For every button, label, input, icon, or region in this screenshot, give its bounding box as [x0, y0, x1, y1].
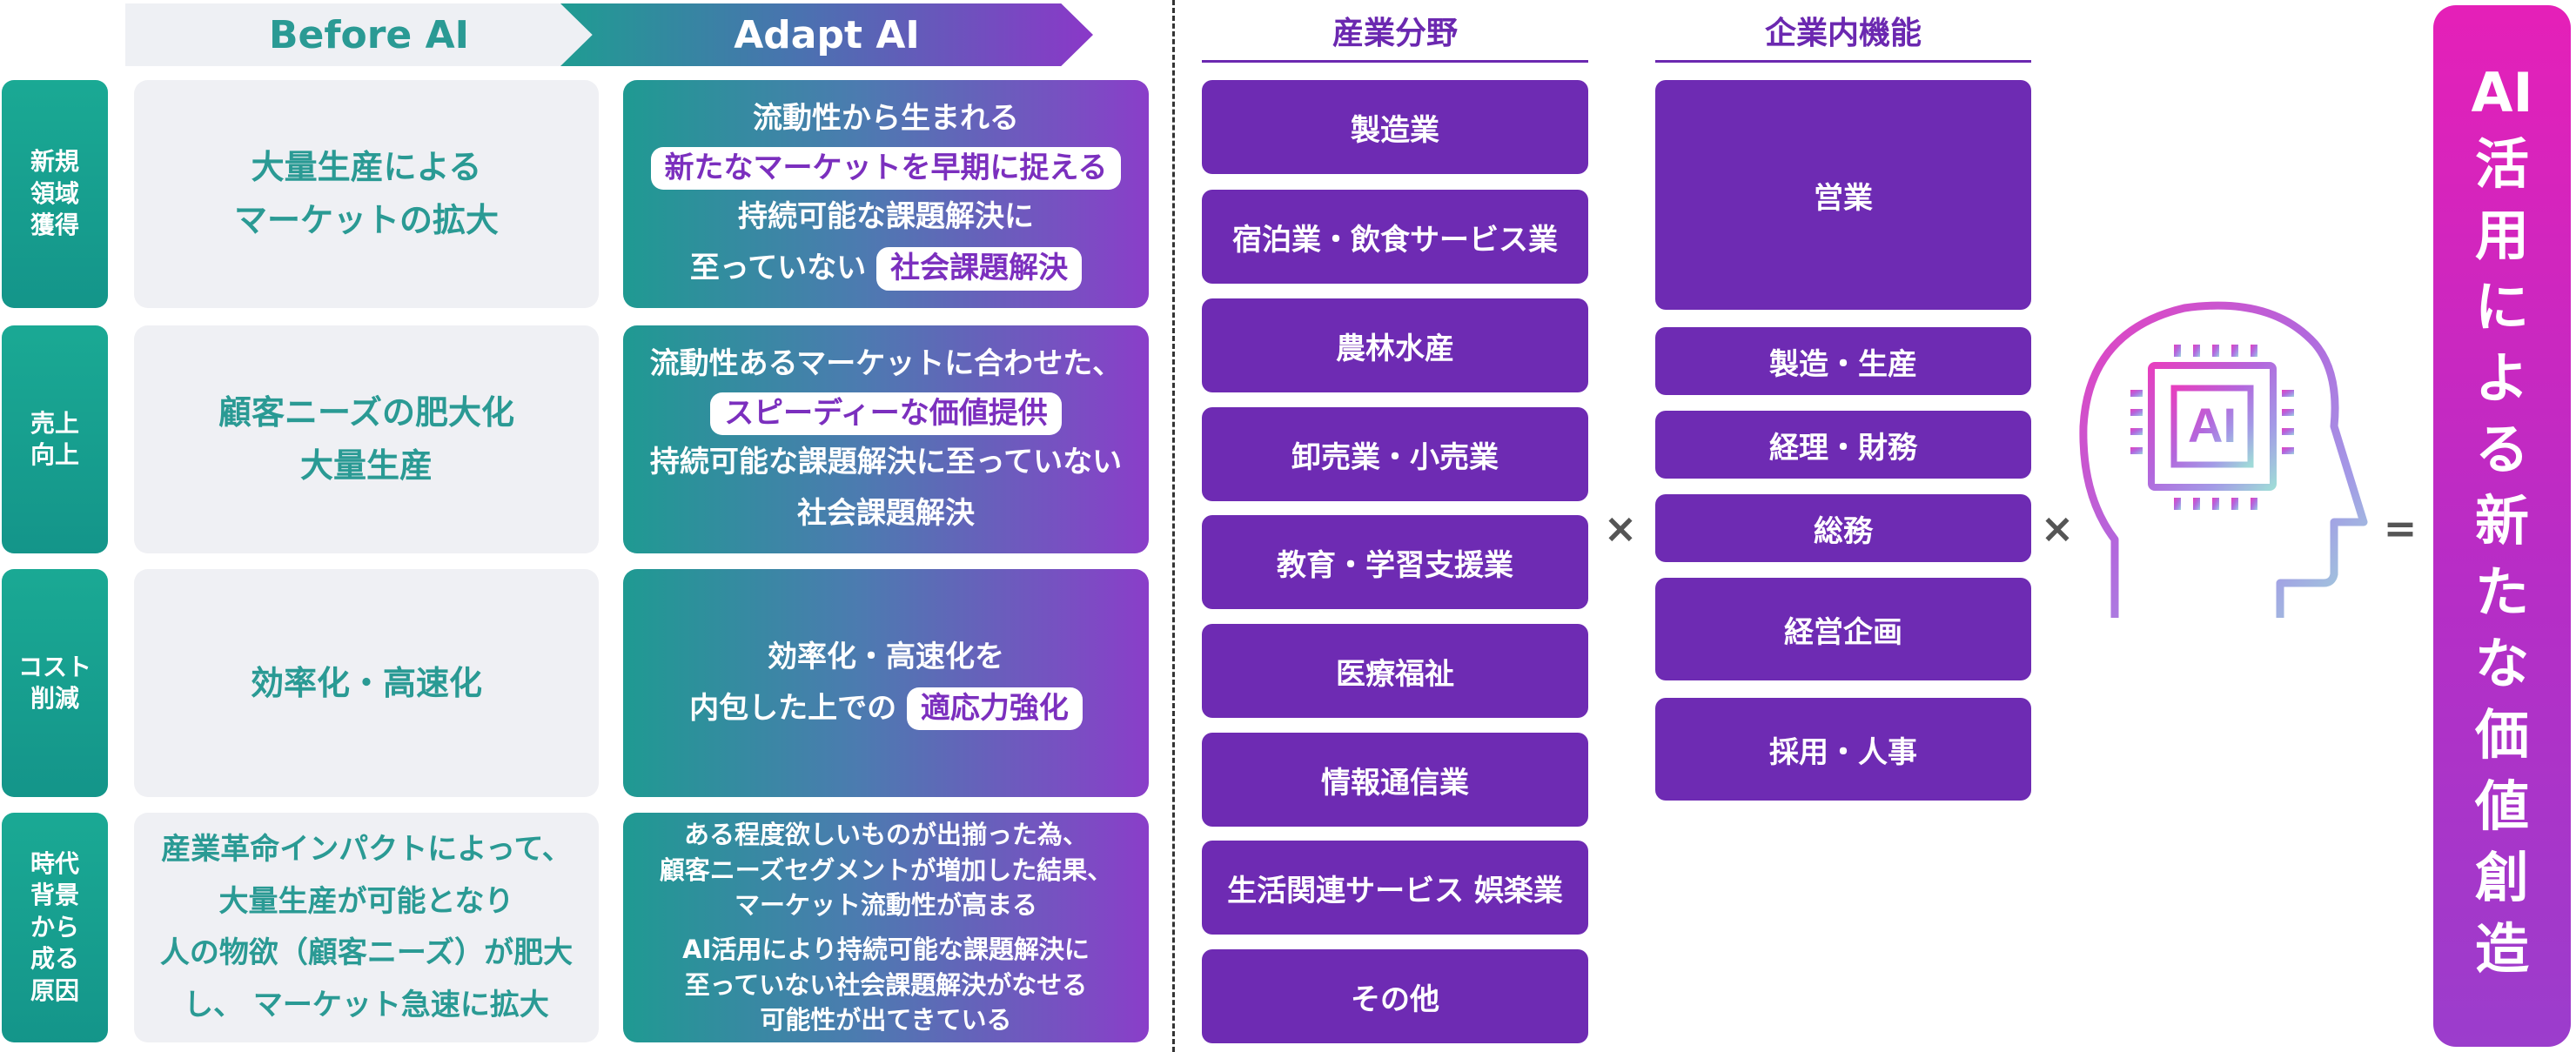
adapt-text: 可能性が出てきている [760, 1005, 1012, 1035]
adapt-highlight-pill: 社会課題解決 [876, 247, 1083, 291]
head-outline [2079, 301, 2368, 618]
adapt-text: 至っていない [689, 251, 867, 286]
header-adapt-ai: Adapt AI [560, 3, 1093, 66]
result-char: る [2474, 418, 2529, 481]
result-char: 活 [2474, 132, 2529, 196]
chip-label: AI [2188, 398, 2237, 452]
industries-title-text: 産業分野 [1332, 15, 1458, 51]
industry-item: 製造業 [1202, 80, 1588, 174]
result-char: 用 [2474, 204, 2529, 267]
before-text: 大量生産 [299, 446, 433, 485]
industries-title: 産業分野 [1202, 7, 1588, 63]
adapt-text: マーケット流動性が高まる [734, 890, 1037, 921]
function-item: 経営企画 [1655, 578, 2031, 680]
section-divider [1172, 0, 1175, 1052]
category-text: 削減 [30, 684, 79, 713]
before-cell-sales-growth: 顧客ニーズの肥大化 大量生産 [134, 325, 599, 553]
function-item: 営業 [1655, 80, 2031, 310]
function-item: 製造・生産 [1655, 327, 2031, 395]
result-char: 新 [2474, 489, 2529, 553]
category-text: 背景 [30, 881, 79, 910]
category-text: 獲得 [30, 211, 79, 240]
function-item: 総務 [1655, 494, 2031, 562]
before-text: 大量生産による [251, 148, 482, 187]
category-cost-reduction: コスト 削減 [2, 569, 108, 797]
industry-item: 卸売業・小売業 [1202, 407, 1588, 501]
result-char: た [2474, 560, 2529, 624]
category-text: 成る [30, 944, 79, 974]
industry-item: 医療福祉 [1202, 624, 1588, 718]
adapt-text: ある程度欲しいものが出揃った為、 [683, 820, 1088, 850]
function-item: 経理・財務 [1655, 411, 2031, 479]
chip-inner [2170, 385, 2254, 468]
category-text: 原因 [30, 975, 79, 1005]
times-operator: × [1603, 505, 1638, 552]
category-text: 時代 [30, 849, 79, 879]
result-char: 価 [2474, 703, 2529, 767]
industry-item: 情報通信業 [1202, 733, 1588, 827]
before-text: し、 マーケット急速に拡大 [184, 987, 549, 1022]
adapt-text: 社会課題解決 [797, 496, 975, 532]
result-char: 造 [2474, 917, 2529, 981]
adapt-text: 流動性あるマーケットに合わせた、 [649, 346, 1123, 382]
before-text: 顧客ニーズの肥大化 [218, 393, 515, 432]
adapt-highlight-pill: 新たなマーケットを早期に捉える [650, 146, 1122, 190]
adapt-text: AI活用により持続可能な課題解決に [682, 935, 1090, 964]
adapt-cell-background: ある程度欲しいものが出揃った為、 顧客ニーズセグメントが増加した結果、 マーケッ… [623, 813, 1149, 1042]
industry-item: 農林水産 [1202, 298, 1588, 392]
result-char: 創 [2474, 846, 2529, 909]
industry-item: その他 [1202, 949, 1588, 1043]
result-char: 値 [2474, 774, 2529, 838]
category-text: コスト [17, 652, 91, 681]
equals-operator: = [2383, 505, 2418, 552]
category-new-domain: 新規 領域 獲得 [2, 80, 108, 308]
chip-outer [2148, 362, 2277, 491]
adapt-text: 持続可能な課題解決に [738, 198, 1034, 234]
adapt-highlight-pill: 適応力強化 [906, 687, 1083, 731]
adapt-cell-cost-reduction: 効率化・高速化を 内包した上での 適応力強化 [623, 569, 1149, 797]
result-char: AI [2471, 61, 2533, 124]
adapt-text: 顧客ニーズセグメントが増加した結果、 [659, 854, 1113, 885]
category-text: 領域 [30, 178, 79, 208]
before-text: 大量生産が可能となり [218, 883, 514, 919]
adapt-text: 効率化・高速化を [768, 639, 1004, 674]
function-item: 採用・人事 [1655, 698, 2031, 801]
result-char: よ [2474, 346, 2529, 410]
adapt-text: 持続可能な課題解決に至っていない [649, 444, 1123, 479]
times-operator: × [2040, 505, 2075, 552]
before-text: 効率化・高速化 [250, 663, 482, 702]
header-adapt-label: Adapt AI [734, 12, 920, 57]
before-text: マーケットの拡大 [233, 201, 499, 239]
category-background: 時代 背景 から 成る 原因 [2, 813, 108, 1042]
result-char: に [2474, 275, 2529, 338]
industry-item: 宿泊業・飲食サービス業 [1202, 190, 1588, 284]
category-text: 向上 [30, 440, 79, 469]
before-cell-background: 産業革命インパクトによって、 大量生産が可能となり 人の物欲（顧客ニーズ）が肥大… [134, 813, 599, 1042]
adapt-cell-new-domain: 流動性から生まれる 新たなマーケットを早期に捉える 持続可能な課題解決に 至って… [623, 80, 1149, 308]
category-sales-growth: 売上 向上 [2, 325, 108, 553]
chip-pins [2130, 345, 2294, 510]
ai-head-icon: AI [2079, 301, 2368, 618]
result-char: な [2474, 632, 2529, 695]
functions-title-text: 企業内機能 [1764, 15, 1922, 51]
adapt-text: 至っていない社会課題解決がなせる [684, 969, 1088, 1000]
category-text: 売上 [30, 408, 79, 438]
industry-item: 教育・学習支援業 [1202, 515, 1588, 609]
header-before-ai: Before AI [125, 3, 613, 66]
adapt-cell-sales-growth: 流動性あるマーケットに合わせた、 スピーディーな価値提供 持続可能な課題解決に至… [623, 325, 1149, 553]
category-text: から [30, 912, 79, 941]
result-banner: AI 活 用 に よ る 新 た な 価 値 創 造 [2433, 5, 2571, 1047]
industry-item: 生活関連サービス 娯楽業 [1202, 841, 1588, 935]
adapt-text: 内包した上での [689, 691, 897, 726]
before-cell-cost-reduction: 効率化・高速化 [134, 569, 599, 797]
category-text: 新規 [30, 147, 79, 177]
header-before-label: Before AI [268, 12, 470, 57]
adapt-text: 流動性から生まれる [753, 101, 1019, 137]
adapt-highlight-pill: スピーディーな価値提供 [710, 392, 1062, 435]
functions-title: 企業内機能 [1655, 7, 2031, 63]
before-text: 人の物欲（顧客ニーズ）が肥大 [159, 935, 574, 970]
before-cell-new-domain: 大量生産による マーケットの拡大 [134, 80, 599, 308]
before-text: 産業革命インパクトによって、 [161, 832, 572, 867]
